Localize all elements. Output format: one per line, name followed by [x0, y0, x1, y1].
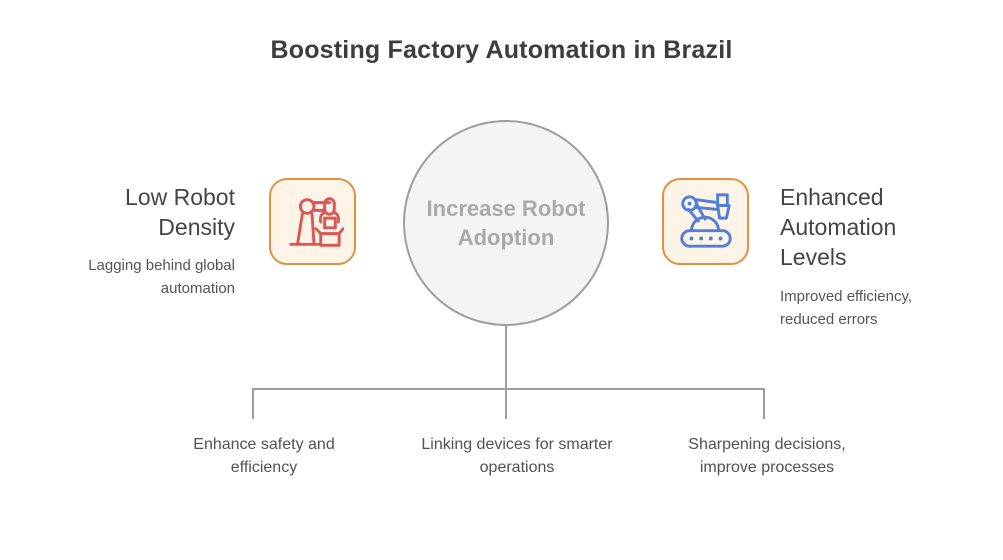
left-node-subtitle: Lagging behind global automation: [88, 257, 235, 297]
left-node-title: Low Robot Density: [125, 184, 235, 240]
branch-label-connectivity: Linking devices for smarter operations: [421, 436, 613, 476]
connector-stub-left: [252, 388, 254, 419]
connector-stub-right: [763, 388, 765, 419]
right-node-subtitle: Improved efficiency, reduced errors: [780, 288, 913, 328]
pick-and-place-robot-icon: [282, 191, 344, 253]
connector-vertical-center: [505, 326, 507, 419]
branch-label-decisions: Sharpening decisions, improve processes: [688, 436, 846, 476]
connector-horizontal: [252, 388, 765, 390]
branch-label-safety: Enhance safety and efficiency: [193, 436, 335, 476]
left-icon-box: [269, 178, 356, 265]
page-title: Boosting Factory Automation in Brazil: [270, 36, 733, 64]
right-node-title: Enhanced Automation Levels: [780, 184, 897, 270]
central-goal-node: Increase Robot Adoption: [403, 120, 609, 326]
right-icon-box: [662, 178, 749, 265]
robot-arm-conveyor-icon: [675, 191, 737, 253]
central-goal-label: Increase Robot Adoption: [426, 196, 586, 250]
